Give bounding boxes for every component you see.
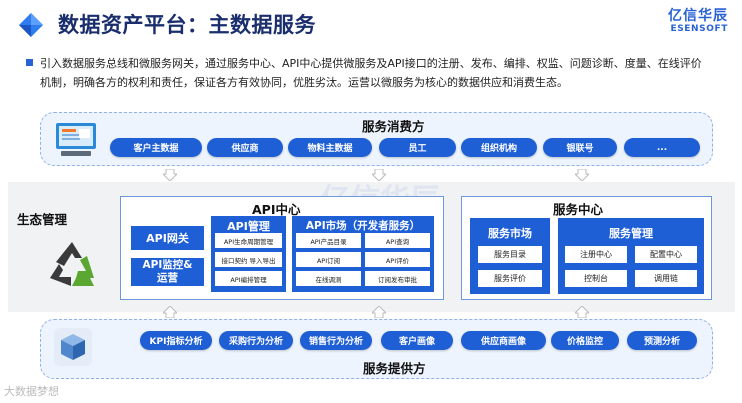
api-market-item: 订阅发布审批 xyxy=(365,271,430,286)
intro-paragraph: 引入数据服务总线和微服务网关，通过服务中心、API中心提供微服务及API接口的注… xyxy=(40,57,702,89)
service-management-item: 注册中心 xyxy=(565,246,627,263)
brand-logo: 亿信华辰 ESENSOFT xyxy=(668,9,728,34)
monitor-icon xyxy=(56,123,96,156)
service-management-item: 配置中心 xyxy=(635,246,697,263)
consumer-title: 服务消费方 xyxy=(362,119,425,134)
bullet-icon xyxy=(26,59,33,66)
api-market-item: API产品目录 xyxy=(296,233,361,248)
brand-name-en: ESENSOFT xyxy=(670,24,728,34)
api-gateway-box: API网关 xyxy=(131,226,204,250)
api-management-item: API生命周期管理 xyxy=(215,233,282,248)
api-market-title: API市场（开发者服务） xyxy=(305,220,421,232)
logo-cube-icon xyxy=(19,13,43,37)
footer-watermark: 大数据梦想 xyxy=(4,385,59,398)
api-market-item: API订阅 xyxy=(296,252,361,267)
consumer-item: 物料主数据 xyxy=(288,138,372,157)
ecology-label: 生态管理 xyxy=(17,212,68,227)
up-arrow-icon xyxy=(372,306,386,318)
api-management-item: API编排管理 xyxy=(215,271,282,286)
api-management-title: API管理 xyxy=(227,220,270,233)
api-market-item: API评价 xyxy=(365,252,430,267)
consumer-item: 组织机构 xyxy=(461,138,537,157)
consumer-item: ... xyxy=(624,138,700,157)
provider-item: KPI指标分析 xyxy=(140,331,212,350)
service-center-title: 服务中心 xyxy=(553,202,604,217)
api-center-title: API中心 xyxy=(252,202,301,217)
api-market-item: 在线调测 xyxy=(296,271,361,286)
consumer-item: 供应商 xyxy=(207,138,283,157)
provider-item: 供应商画像 xyxy=(461,331,546,350)
provider-item: 客户画像 xyxy=(381,331,453,350)
down-arrow-icon xyxy=(163,169,177,181)
brand-name-cn: 亿信华辰 xyxy=(668,8,728,24)
service-market-item: 服务评价 xyxy=(478,270,542,287)
provider-item: 价格监控 xyxy=(551,331,619,350)
service-market-title: 服务市场 xyxy=(488,227,532,240)
consumer-item: 银联号 xyxy=(543,138,617,157)
api-monitor-box: API监控&运营 xyxy=(131,258,204,286)
data-cube-icon xyxy=(54,328,92,366)
api-management-item: 接口契约 导入导出 xyxy=(215,252,282,267)
provider-title: 服务提供方 xyxy=(363,361,426,376)
provider-item: 采购行为分析 xyxy=(219,331,293,350)
consumer-item: 客户主数据 xyxy=(110,138,202,157)
service-management-item: 调用链 xyxy=(635,270,697,287)
recycle-icon xyxy=(50,242,94,286)
down-arrow-icon xyxy=(575,169,589,181)
service-market-item: 服务目录 xyxy=(478,246,542,263)
service-management-title: 服务管理 xyxy=(609,227,653,240)
down-arrow-icon xyxy=(372,169,386,181)
provider-item: 预测分析 xyxy=(627,331,697,350)
provider-item: 销售行为分析 xyxy=(300,331,372,350)
page-title: 数据资产平台：主数据服务 xyxy=(58,13,316,37)
up-arrow-icon xyxy=(163,306,177,318)
up-arrow-icon xyxy=(575,306,589,318)
consumer-item: 员工 xyxy=(379,138,456,157)
service-management-item: 控制台 xyxy=(565,270,627,287)
api-market-item: API查询 xyxy=(365,233,430,248)
